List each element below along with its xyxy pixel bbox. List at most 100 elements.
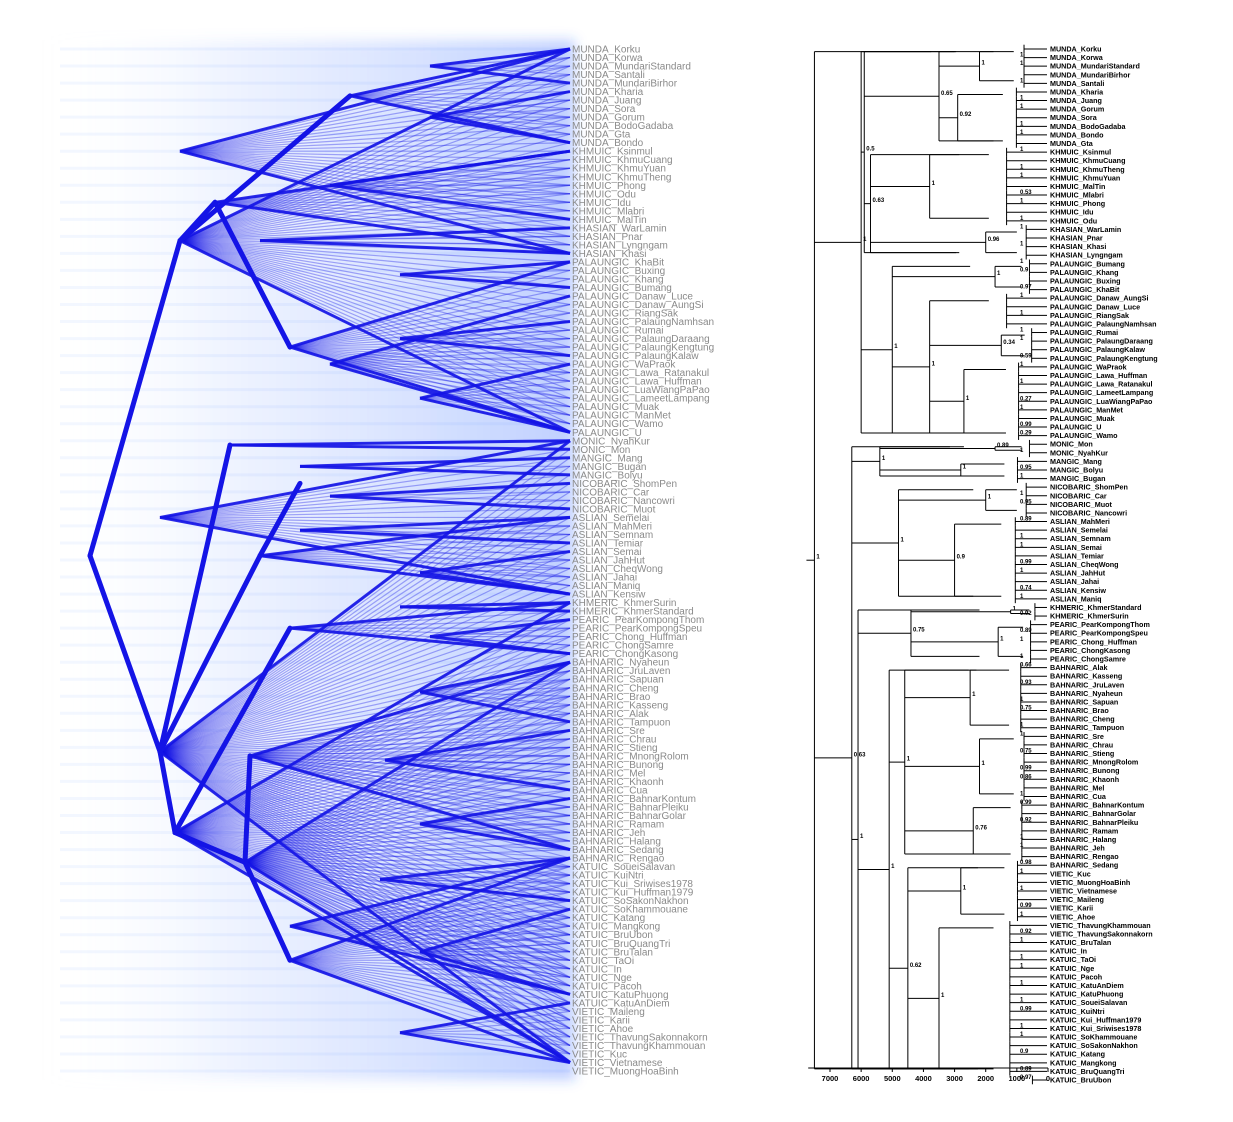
tip-label: BAHNARIC_BahnarGolar bbox=[572, 811, 687, 822]
tip-branch bbox=[259, 533, 571, 557]
tip-label: BAHNARIC_Ramam bbox=[1050, 826, 1118, 835]
tip-branch bbox=[159, 751, 571, 808]
tip-branch bbox=[159, 482, 571, 519]
tip-branch bbox=[249, 755, 571, 808]
tip-label: PALAUNGIC_PalaungNamhsan bbox=[572, 317, 714, 328]
support-value: 0.62 bbox=[910, 963, 922, 969]
tip-branch bbox=[329, 176, 571, 186]
tip-label: PALAUNGIC_PalaungDaraang bbox=[1050, 337, 1153, 346]
support-value: 1 bbox=[988, 495, 992, 501]
support-value: 1 bbox=[1020, 963, 1024, 969]
tip-branch bbox=[159, 567, 571, 753]
tip-label: KATUIC_In bbox=[572, 964, 622, 975]
tip-branch bbox=[174, 831, 571, 868]
support-value: 1 bbox=[1020, 791, 1024, 797]
tip-branch bbox=[174, 831, 571, 1021]
tip-label: ASLIAN_Maniq bbox=[572, 581, 640, 592]
tip-label: BAHNARIC_Alak bbox=[1050, 663, 1108, 672]
tip-label: ASLIAN_Kensiw bbox=[1050, 586, 1106, 595]
tip-label: PALAUNGIC_Lawa_Huffman bbox=[1050, 371, 1147, 380]
support-value: 1 bbox=[1020, 534, 1024, 540]
tip-label: ASLIAN_Temiar bbox=[1050, 551, 1104, 560]
tip-branch bbox=[249, 755, 571, 817]
support-value: 0.59 bbox=[1020, 353, 1032, 359]
support-value: 1 bbox=[1020, 96, 1024, 102]
tip-branch bbox=[244, 861, 571, 1038]
tip-label: BAHNARIC_MnongRolom bbox=[1050, 758, 1138, 767]
tip-label: PALAUNGIC_PalaungKalaw bbox=[572, 351, 699, 362]
tip-branch bbox=[179, 82, 571, 242]
tip-label: KATUIC_Kui_Huffman1979 bbox=[1050, 1015, 1141, 1024]
tip-branch bbox=[174, 763, 571, 834]
tip-label: KHMUIC_MalTin bbox=[572, 215, 647, 226]
support-value: 0.63 bbox=[872, 198, 884, 204]
tip-branch bbox=[349, 90, 571, 97]
support-value: 1 bbox=[816, 555, 820, 561]
tip-branch bbox=[174, 627, 571, 834]
tip-branch bbox=[244, 861, 571, 919]
tip-label: ASLIAN_MahMeri bbox=[572, 521, 652, 532]
tip-branch bbox=[159, 751, 571, 953]
tip-label: PALAUNGIC_RiangSak bbox=[1050, 311, 1129, 320]
tip-label: KHMERIC_KhmerStandard bbox=[572, 607, 694, 618]
tip-branch bbox=[179, 240, 571, 314]
tip-branch bbox=[159, 593, 571, 753]
tip-label: ASLIAN_Semnam bbox=[1050, 534, 1111, 543]
support-value: 1 bbox=[981, 761, 985, 767]
tip-label: PALAUNGIC_LameetLampang bbox=[572, 394, 710, 405]
tip-label: MUNDA_Korku bbox=[1050, 45, 1102, 54]
tip-label: KATUIC_SoSakonNakhon bbox=[1050, 1041, 1138, 1050]
clade-branch bbox=[419, 362, 571, 400]
support-value: 1 bbox=[1020, 1023, 1024, 1029]
tip-branch bbox=[419, 951, 571, 970]
tip-branch bbox=[159, 751, 571, 800]
clade-branch bbox=[244, 861, 571, 1064]
clade-branch bbox=[259, 226, 571, 243]
support-value: 1 bbox=[1020, 998, 1024, 1004]
tip-label: BAHNARIC_BahnarGolar bbox=[1050, 809, 1136, 818]
tip-label: BAHNARIC_Sedang bbox=[1050, 861, 1118, 870]
tip-branch bbox=[214, 201, 571, 220]
tip-labels: MUNDA_KorkuMUNDA_KorwaMUNDA_MundariStand… bbox=[572, 45, 714, 1078]
tip-label: PEARIC_ChongSamre bbox=[1050, 655, 1126, 664]
tip-label: MONIC_NyahKur bbox=[1050, 448, 1108, 457]
tip-label: BAHNARIC_Bunong bbox=[1050, 766, 1119, 775]
tip-branch bbox=[174, 831, 571, 961]
support-value: 0.89 bbox=[997, 443, 1009, 449]
tip-label: KATUIC_Pacoh bbox=[572, 981, 642, 992]
support-value: 0.95 bbox=[1020, 499, 1032, 505]
densitree-svg: MUNDA_KorkuMUNDA_KorwaMUNDA_MundariStand… bbox=[40, 40, 714, 1080]
tip-label: KATUIC_KuiNtri bbox=[1050, 1007, 1105, 1016]
support-value: 1 bbox=[1020, 216, 1024, 222]
tip-branch bbox=[159, 751, 571, 834]
tip-label: NICOBARIC_Nancowri bbox=[572, 496, 675, 507]
tip-branch bbox=[179, 167, 571, 242]
tip-label: PALAUNGIC_KhaBit bbox=[572, 257, 664, 268]
tip-label: NICOBARIC_Muot bbox=[1050, 500, 1112, 509]
backbone-branch bbox=[242, 753, 253, 865]
tip-label: KHMUIC_KhmuYuan bbox=[572, 164, 666, 175]
clade-branch bbox=[289, 924, 571, 996]
tip-label: KATUIC_KuiNtri bbox=[572, 871, 644, 882]
support-value: 0.89 bbox=[1020, 1066, 1032, 1072]
tip-branch bbox=[159, 751, 571, 919]
tip-label: BAHNARIC_Halang bbox=[572, 837, 661, 848]
support-value: 0.99 bbox=[1020, 800, 1032, 806]
tip-branch bbox=[349, 82, 571, 97]
tip-branch bbox=[179, 116, 571, 152]
clade-branch bbox=[399, 605, 571, 613]
tip-branch bbox=[419, 925, 571, 953]
tip-label: ASLIAN_Semai bbox=[1050, 543, 1102, 552]
tip-label: PALAUNGIC_PalaungDaraang bbox=[572, 334, 710, 345]
tip-branch bbox=[159, 751, 571, 859]
support-value: 1 bbox=[1020, 336, 1024, 342]
support-value: 0.96 bbox=[988, 237, 1000, 243]
axis-tick-label: 5000 bbox=[884, 1074, 901, 1083]
tip-label: VIETIC_ThavungKhammouan bbox=[572, 1041, 705, 1052]
support-value: 1 bbox=[1020, 242, 1024, 248]
tip-branch bbox=[179, 150, 571, 169]
support-value: 0.99 bbox=[1020, 766, 1032, 772]
tip-label: MUNDA_Sora bbox=[1050, 113, 1098, 122]
tip-branch bbox=[249, 738, 571, 757]
tip-branch bbox=[179, 159, 571, 242]
